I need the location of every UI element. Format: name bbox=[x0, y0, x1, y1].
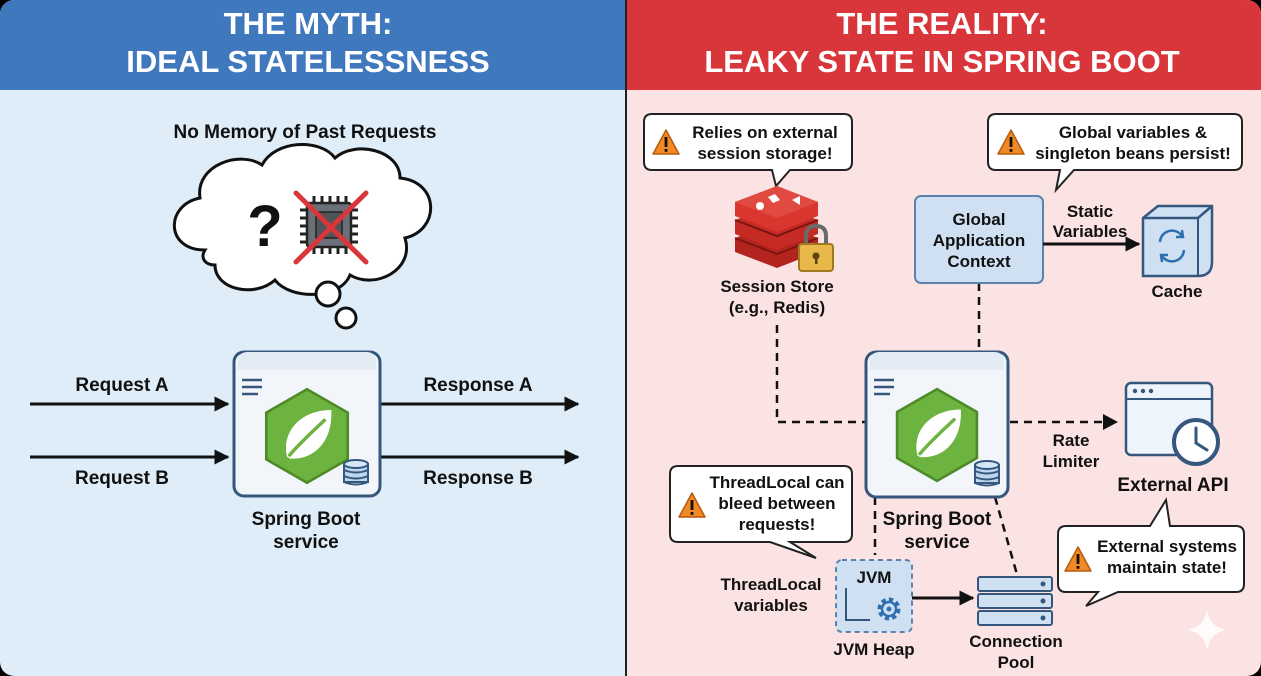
cache-box-icon bbox=[1141, 204, 1214, 278]
myth-header-bar bbox=[0, 0, 625, 90]
callout-session-line1: Relies on external bbox=[692, 123, 838, 142]
callout-threadlocal-line2: bleed between bbox=[718, 494, 835, 513]
callout-threadlocal-line1: ThreadLocal can bbox=[709, 473, 844, 492]
pool-line1: Connection bbox=[969, 632, 1063, 651]
jvm-heap-label: JVM Heap bbox=[833, 640, 914, 659]
request-b-label: Request B bbox=[75, 468, 169, 489]
server-rack-icon bbox=[977, 576, 1053, 626]
myth-panel-background bbox=[0, 0, 625, 676]
callout-threadlocal bbox=[669, 465, 853, 559]
session-store-line2: (e.g., Redis) bbox=[729, 298, 825, 317]
external-api-label: External API bbox=[1117, 475, 1228, 496]
reality-spring-boot-service-node bbox=[864, 350, 1010, 499]
callout-session-storage bbox=[643, 113, 853, 189]
response-b-label: Response B bbox=[423, 468, 533, 489]
spring-boot-service-node bbox=[232, 350, 382, 498]
session-store-line1: Session Store bbox=[720, 277, 833, 296]
callout-external-systems bbox=[1057, 497, 1245, 607]
context-line2: Application bbox=[933, 231, 1026, 250]
callout-threadlocal-line3: requests! bbox=[739, 515, 816, 534]
global-application-context-box bbox=[914, 195, 1044, 284]
dashed-connections bbox=[775, 283, 1105, 579]
context-line3: Context bbox=[947, 252, 1011, 271]
request-a-label: Request A bbox=[75, 375, 169, 396]
callout-external-line1: External systems bbox=[1097, 537, 1237, 556]
padlock-icon bbox=[798, 223, 834, 272]
myth-title-line1: THE MYTH: bbox=[224, 6, 393, 41]
callout-global-variables bbox=[987, 113, 1243, 194]
static-vars-line1: Static bbox=[1067, 202, 1113, 221]
myth-title-line2: IDEAL STATELESSNESS bbox=[126, 44, 489, 79]
response-a-label: Response A bbox=[423, 375, 532, 396]
reality-header-bar bbox=[627, 0, 1261, 90]
database-icon bbox=[974, 460, 1000, 487]
rate-limiter-line1: Rate bbox=[1053, 431, 1090, 450]
threadlocal-line1: ThreadLocal bbox=[720, 575, 821, 594]
jvm-label: JVM bbox=[857, 568, 892, 587]
pool-line2: Pool bbox=[998, 653, 1035, 672]
sparkle-icon bbox=[1188, 610, 1226, 650]
static-vars-line2: Variables bbox=[1053, 222, 1128, 241]
callout-global-line2: singleton beans persist! bbox=[1035, 144, 1231, 163]
thought-cloud bbox=[172, 143, 433, 330]
clock-icon bbox=[1172, 418, 1220, 466]
callout-external-line2: maintain state! bbox=[1107, 558, 1227, 577]
callout-global-line1: Global variables & bbox=[1059, 123, 1207, 142]
database-icon bbox=[343, 459, 369, 486]
crossed-chip-icon bbox=[293, 190, 369, 265]
rate-limiter-arrowhead bbox=[1103, 414, 1118, 430]
cache-label: Cache bbox=[1151, 282, 1202, 301]
rate-limiter-line2: Limiter bbox=[1043, 452, 1100, 471]
jvm-axis-icon bbox=[845, 588, 870, 621]
context-line1: Global bbox=[953, 210, 1006, 229]
cloud-caption: No Memory of Past Requests bbox=[174, 122, 437, 143]
reality-service-line2: service bbox=[904, 532, 970, 553]
myth-service-label-line2: service bbox=[273, 532, 339, 553]
myth-service-label-line1: Spring Boot bbox=[252, 509, 361, 530]
reality-service-line1: Spring Boot bbox=[883, 509, 992, 530]
question-mark-icon: ? bbox=[247, 194, 282, 259]
gear-icon bbox=[877, 597, 901, 621]
reality-title-line2: LEAKY STATE IN SPRING BOOT bbox=[704, 44, 1179, 79]
reality-title-line1: THE REALITY: bbox=[836, 6, 1047, 41]
callout-session-line2: session storage! bbox=[697, 144, 832, 163]
threadlocal-line2: variables bbox=[734, 596, 808, 615]
